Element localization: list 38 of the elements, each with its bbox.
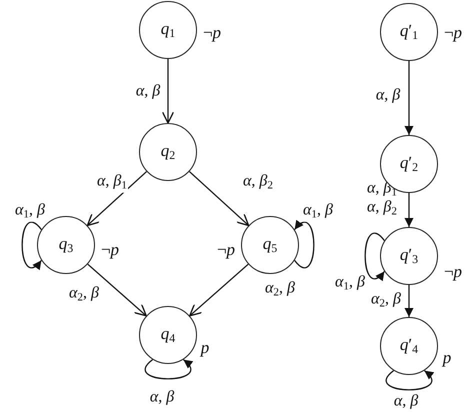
- proposition-label: ¬p: [100, 240, 120, 260]
- arrow: [189, 264, 249, 316]
- arrow: [404, 193, 414, 227]
- arrow: [87, 264, 147, 316]
- self-loop-arrow: [386, 370, 434, 390]
- state-label: q$_{2}$: [160, 141, 176, 163]
- state-label: q′$_{3}$: [400, 245, 418, 267]
- state-label: q′$_{2}$: [400, 153, 418, 175]
- state-circle: [241, 216, 299, 274]
- proposition-label: p: [200, 338, 210, 358]
- state-label: q$_{3}$: [58, 234, 74, 256]
- arrow: [162, 59, 174, 124]
- edge-label: α, β: [392, 394, 420, 410]
- arrow: [404, 61, 414, 135]
- self-loop-arrow: [294, 220, 314, 268]
- edge-label: α, β: [134, 84, 162, 100]
- state-label: q′$_{1}$: [400, 21, 418, 43]
- proposition-label: p: [442, 348, 452, 368]
- proposition-label: ¬p: [444, 262, 462, 282]
- self-loop-arrow: [364, 232, 385, 281]
- proposition-label: ¬p: [202, 23, 222, 43]
- state-circle: [37, 216, 95, 274]
- proposition-label: ¬p: [444, 23, 462, 43]
- edge-label: α, β: [148, 390, 176, 406]
- self-loop-arrow: [144, 359, 193, 380]
- self-loop-arrow: [22, 222, 42, 270]
- arrow: [189, 171, 250, 226]
- proposition-label: ¬p: [216, 240, 236, 260]
- state-label: q$_{5}$: [262, 234, 278, 256]
- state-circle: [139, 306, 197, 364]
- state-label: q$_{4}$: [160, 324, 176, 346]
- arrow: [404, 285, 414, 317]
- state-circle: [139, 123, 197, 181]
- state-label: q′$_{4}$: [400, 335, 418, 357]
- arrow: [86, 171, 147, 226]
- state-label: q$_{1}$: [160, 19, 176, 41]
- edge-label: α, β: [374, 88, 402, 104]
- edge-label: α, β$_{1}$: [96, 174, 128, 192]
